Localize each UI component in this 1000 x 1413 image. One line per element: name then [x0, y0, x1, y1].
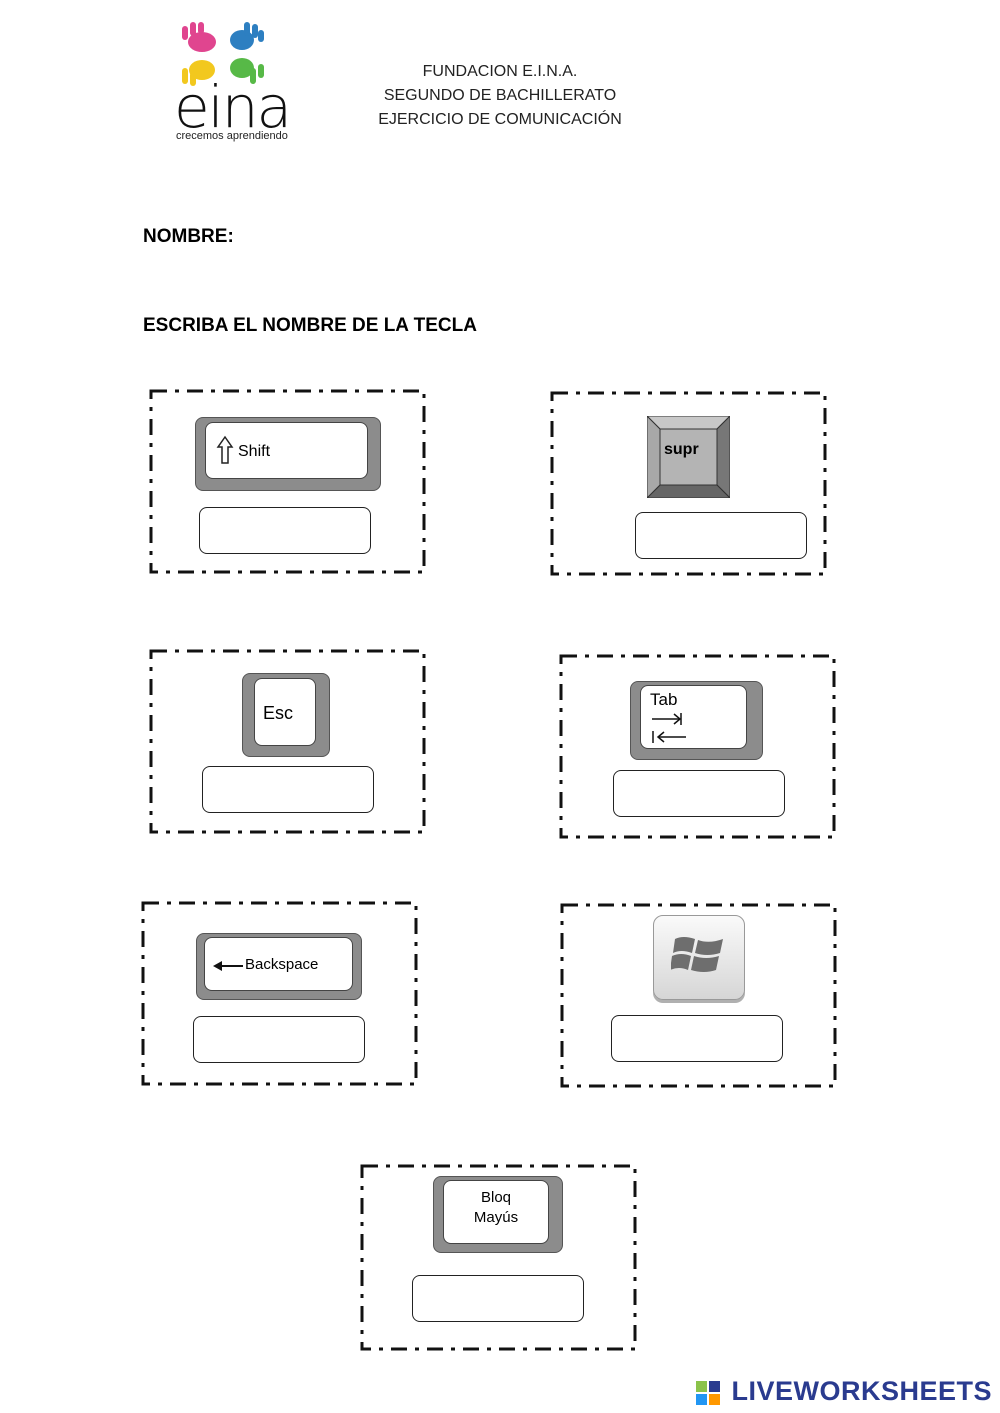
- tab-answer-input[interactable]: [613, 770, 785, 817]
- esc-key-label: Esc: [263, 703, 294, 723]
- key-face: Tab: [640, 685, 747, 749]
- key-face: Shift: [205, 422, 368, 479]
- eina-logo: eina crecemos aprendiendo: [170, 20, 320, 150]
- tab-arrows-icon: [652, 713, 686, 743]
- shift-answer-input[interactable]: [199, 507, 371, 554]
- logo-wordmark: eina: [174, 73, 292, 141]
- hands-logo-icon: [182, 22, 264, 86]
- windows-answer-input[interactable]: [611, 1015, 783, 1062]
- capslock-label-line1: Bloq: [480, 1189, 512, 1206]
- key-bevel: [645, 414, 732, 500]
- document-header: FUNDACION E.I.N.A. SEGUNDO DE BACHILLERA…: [340, 60, 660, 132]
- liveworksheets-icon: [696, 1381, 720, 1405]
- name-label: NOMBRE:: [143, 226, 234, 247]
- key-face: Backspace: [204, 937, 353, 991]
- backspace-answer-input[interactable]: [193, 1016, 365, 1063]
- tab-key-label: Tab: [650, 690, 678, 709]
- shift-key: Shift: [195, 417, 381, 491]
- capslock-answer-input[interactable]: [412, 1275, 584, 1322]
- backspace-key: Backspace: [196, 933, 362, 1000]
- windows-key: [653, 915, 745, 1000]
- liveworksheets-brand[interactable]: LIVEWORKSHEETS: [731, 1376, 992, 1406]
- header-line-1: FUNDACION E.I.N.A.: [422, 63, 578, 80]
- left-arrow-icon: [213, 961, 243, 971]
- shift-key-label: Shift: [238, 443, 271, 460]
- instruction-label: ESCRIBA EL NOMBRE DE LA TECLA: [143, 315, 477, 336]
- windows-logo-icon: [671, 937, 723, 972]
- capslock-key: Bloq Mayús: [433, 1176, 563, 1253]
- esc-answer-input[interactable]: [202, 766, 374, 813]
- supr-key-label: supr: [664, 441, 699, 458]
- header-line-3: EJERCICIO DE COMUNICACIÓN: [378, 111, 622, 128]
- up-arrow-outline-icon: [216, 435, 234, 464]
- key-face: Esc: [254, 678, 316, 746]
- esc-key: Esc: [242, 673, 330, 757]
- capslock-label-line2: Mayús: [473, 1209, 519, 1226]
- supr-answer-input[interactable]: [635, 512, 807, 559]
- backspace-key-label: Backspace: [245, 956, 319, 973]
- supr-key: supr: [645, 414, 732, 500]
- header-line-2: SEGUNDO DE BACHILLERATO: [383, 87, 617, 104]
- tab-key: Tab: [630, 681, 763, 760]
- key-face: Bloq Mayús: [443, 1180, 549, 1244]
- logo-tagline: crecemos aprendiendo: [176, 130, 288, 142]
